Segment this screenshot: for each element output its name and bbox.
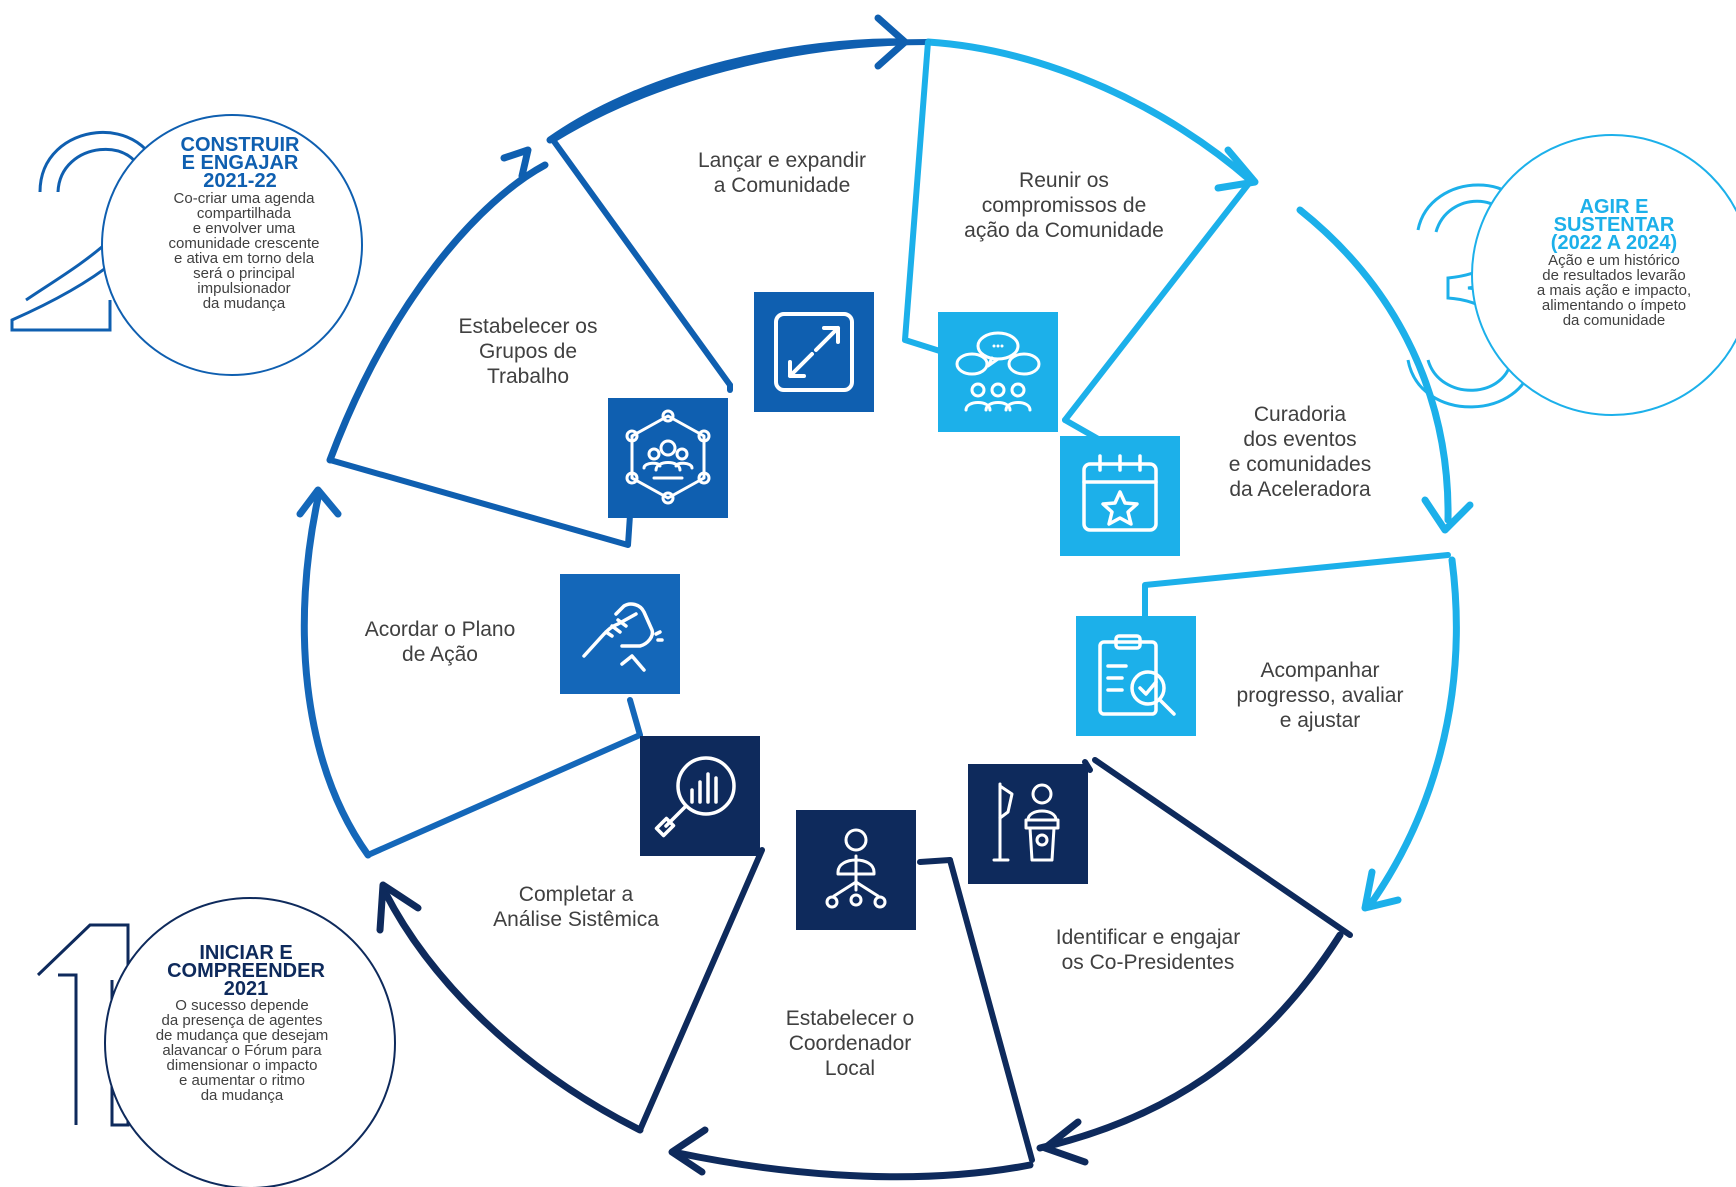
step-label-line: Análise Sistêmica bbox=[493, 908, 659, 931]
phase-1-title-line: INICIAR E bbox=[199, 942, 293, 964]
phase-3-desc-line: a mais ação e impacto, bbox=[1536, 282, 1692, 299]
phase-2-desc-line: será o principal bbox=[193, 265, 295, 282]
phase-2-desc-line: Co-criar uma agenda bbox=[173, 190, 315, 207]
phase-2-description: Co-criar uma agenda compartilhada e envo… bbox=[169, 191, 320, 311]
phase-2-numeral-front bbox=[10, 320, 110, 332]
phase-2-desc-line: e envolver uma bbox=[192, 220, 296, 237]
phase-3-desc-line: Ação e um histórico bbox=[1548, 252, 1680, 269]
step-label-line: Acordar o Plano bbox=[364, 618, 516, 641]
phase-2-title-line: E ENGAJAR bbox=[181, 152, 299, 174]
expand-icon bbox=[754, 292, 874, 412]
phase-3-circle bbox=[1471, 134, 1736, 416]
phase-1-description: O sucesso depende da presença de agentes… bbox=[156, 998, 329, 1103]
phase-3-desc-line: da comunidade bbox=[1562, 312, 1666, 329]
step-label-local-coordinator: Estabelecer o Coordenador Local bbox=[786, 1006, 914, 1081]
step-label-line: da Aceleradora bbox=[1229, 478, 1371, 501]
step-label-line: Reunir os bbox=[1019, 169, 1109, 192]
phase-2-desc-line: comunidade crescente bbox=[168, 235, 320, 252]
phase-2-desc-line: compartilhada bbox=[196, 205, 292, 222]
magnifier-chart-icon bbox=[640, 736, 760, 856]
step-label-line: Completar a bbox=[518, 883, 634, 906]
phase-3-title-line: AGIR E bbox=[1579, 196, 1649, 218]
phase-1-desc-line: da presença de agentes bbox=[161, 1012, 323, 1029]
phase-1-desc-line: dimensionar o impacto bbox=[166, 1057, 318, 1074]
phase-2-desc-line: e ativa em torno dela bbox=[173, 250, 315, 267]
step-label-line: de Ação bbox=[402, 643, 478, 666]
step-label-line: a Comunidade bbox=[713, 174, 851, 197]
phase-2-title-line: 2021-22 bbox=[203, 170, 277, 192]
step-label-line: Grupos de bbox=[478, 340, 578, 363]
step-label-working-groups: Estabelecer os Grupos de Trabalho bbox=[459, 314, 598, 389]
handshake-icon bbox=[560, 574, 680, 694]
step-label-line: Coordenador bbox=[788, 1032, 912, 1055]
phase-1-desc-line: alavancar o Fórum para bbox=[162, 1042, 322, 1059]
phase-2-desc-line: da mudança bbox=[202, 295, 286, 312]
phase-2-title: CONSTRUIR E ENGAJAR 2021-22 bbox=[180, 134, 300, 192]
group-network-icon bbox=[608, 398, 728, 518]
phase-1-title-line: COMPREENDER bbox=[167, 960, 325, 982]
phase-1-desc-line: e aumentar o ritmo bbox=[179, 1072, 305, 1089]
step-label-line: ação da Comunidade bbox=[964, 219, 1164, 242]
clipboard-check-icon bbox=[1076, 616, 1196, 736]
step-label-curate-events: Curadoria dos eventos e comunidades da A… bbox=[1229, 402, 1371, 502]
phase-3-title-line: (2022 A 2024) bbox=[1550, 232, 1678, 254]
phase-1-title: INICIAR E COMPREENDER 2021 bbox=[167, 942, 325, 1000]
phase-1-desc-line: O sucesso depende bbox=[175, 997, 309, 1014]
step-label-line: Estabelecer os bbox=[458, 315, 598, 338]
phase-3-description: Ação e um histórico de resultados levarã… bbox=[1537, 253, 1691, 328]
community-chat-icon bbox=[938, 312, 1058, 432]
phase-1-desc-line: de mudança que desejam bbox=[155, 1027, 329, 1044]
podium-speaker-icon bbox=[968, 764, 1088, 884]
step-label-gather-commitments: Reunir os compromissos de ação da Comuni… bbox=[964, 168, 1164, 243]
step-label-identify-copresidents: Identificar e engajar os Co-Presidentes bbox=[1056, 925, 1240, 975]
step-label-launch-community: Lançar e expandir a Comunidade bbox=[698, 148, 866, 198]
step-label-line: Identificar e engajar bbox=[1055, 926, 1241, 949]
phase-2-desc-line: impulsionador bbox=[197, 280, 291, 297]
phase-3-title-line: SUSTENTAR bbox=[1553, 214, 1675, 236]
phase-1-circle bbox=[104, 897, 396, 1187]
cycle-arcs bbox=[296, 14, 1474, 1181]
step-label-line: dos eventos bbox=[1243, 428, 1357, 451]
phase-2-title-line: CONSTRUIR bbox=[180, 134, 300, 156]
step-label-line: progresso, avaliar bbox=[1236, 684, 1404, 707]
step-label-line: Trabalho bbox=[486, 365, 570, 388]
step-label-line: e ajustar bbox=[1279, 709, 1361, 732]
phase-2-circle bbox=[101, 114, 363, 376]
step-label-line: os Co-Presidentes bbox=[1061, 951, 1235, 974]
wedge-outlines bbox=[327, 39, 1451, 1163]
step-label-track-progress: Acompanhar progresso, avaliar e ajustar bbox=[1237, 658, 1404, 733]
step-label-line: Estabelecer o bbox=[785, 1007, 915, 1030]
step-label-line: Local bbox=[824, 1057, 876, 1080]
coordinator-network-icon bbox=[796, 810, 916, 930]
phase-1-title-line: 2021 bbox=[223, 978, 269, 1000]
step-label-line: e comunidades bbox=[1228, 453, 1372, 476]
step-label-action-plan: Acordar o Plano de Ação bbox=[365, 617, 516, 667]
phase-3-desc-line: alimentando o ímpeto bbox=[1541, 297, 1687, 314]
step-label-line: Acompanhar bbox=[1260, 659, 1380, 682]
calendar-star-icon bbox=[1060, 436, 1180, 556]
phase-3-desc-line: de resultados levarão bbox=[1542, 267, 1686, 284]
step-label-line: compromissos de bbox=[981, 194, 1147, 217]
phase-3-title: AGIR E SUSTENTAR (2022 A 2024) bbox=[1550, 196, 1678, 254]
phase-1-desc-line: da mudança bbox=[200, 1087, 284, 1104]
step-label-systemic-analysis: Completar a Análise Sistêmica bbox=[493, 882, 659, 932]
step-label-line: Lançar e expandir bbox=[697, 149, 867, 172]
step-label-line: Curadoria bbox=[1253, 403, 1347, 426]
